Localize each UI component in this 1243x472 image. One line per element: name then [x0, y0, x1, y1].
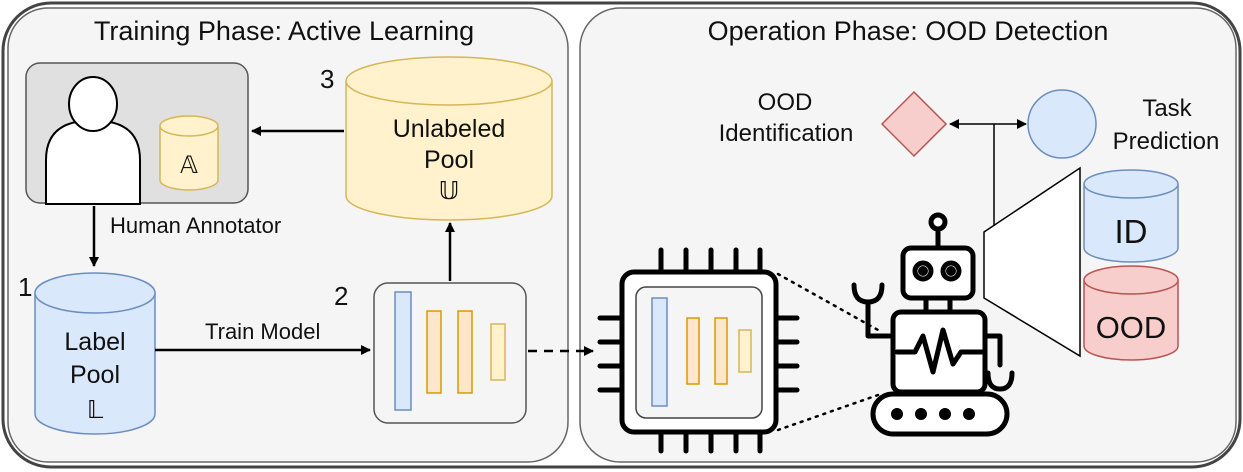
- step-2-number: 2: [334, 281, 348, 311]
- human-annotator-label: Human Annotator: [110, 213, 281, 238]
- unlabeled-pool-cylinder: [345, 56, 553, 221]
- human-icon: [45, 76, 141, 205]
- unlabeled-pool-symbol: 𝕌: [439, 177, 460, 205]
- training-title: Training Phase: Active Learning: [94, 16, 474, 46]
- id-label: ID: [1115, 213, 1148, 250]
- chip-icon: [597, 247, 800, 454]
- label-pool-line2: Pool: [70, 361, 120, 389]
- id-cylinder: [1083, 169, 1179, 263]
- step-1-number: 1: [18, 272, 32, 302]
- ood-label: OOD: [1096, 310, 1167, 345]
- train-model-label: Train Model: [205, 319, 320, 344]
- model-layers: [394, 291, 506, 411]
- robot-icon: [851, 212, 1015, 437]
- unlabeled-pool-line1: Unlabeled: [393, 115, 506, 143]
- projection-shape: [983, 166, 1081, 358]
- ood-cylinder: [1083, 265, 1179, 361]
- unlabeled-pool-line2: Pool: [424, 146, 474, 174]
- model-box: [373, 282, 527, 424]
- dotted-link-bottom: [776, 393, 880, 432]
- task-prediction-line2: Prediction: [1113, 128, 1220, 155]
- label-pool-line1: Label: [64, 328, 125, 356]
- label-pool-cylinder: [34, 272, 156, 435]
- dotted-link-top: [776, 272, 880, 332]
- task-prediction-line1: Task: [1142, 95, 1192, 122]
- ood-identification-diamond: [880, 90, 948, 158]
- annotator-pool-cylinder: [159, 115, 219, 191]
- ood-identification-line1: OOD: [758, 89, 813, 116]
- task-prediction-circle: [1027, 89, 1097, 159]
- step-3-number: 3: [320, 64, 334, 94]
- annotator-pool-symbol: 𝔸: [180, 152, 198, 179]
- ood-identification-line2: Identification: [719, 120, 854, 147]
- label-pool-symbol: 𝕃: [87, 396, 104, 424]
- operation-title: Operation Phase: OOD Detection: [708, 16, 1109, 46]
